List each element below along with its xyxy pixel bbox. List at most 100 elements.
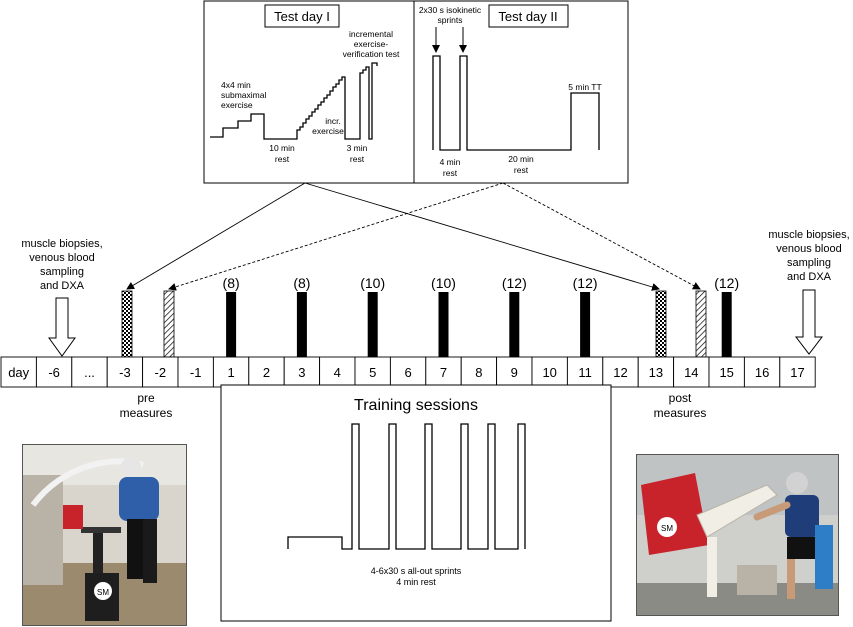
day-cell: 17	[779, 356, 816, 388]
training-session-bar	[580, 292, 591, 357]
day-cell: ...	[71, 356, 108, 388]
day-cell: 14	[673, 356, 710, 388]
day-cell-box	[602, 356, 639, 388]
day-cell-label: 5	[369, 365, 376, 380]
test-day-1-title: Test day I	[274, 9, 330, 24]
test-day-2-protocol-line	[432, 55, 600, 151]
photo-arm-ergometer: SM	[636, 454, 839, 616]
day-cell-box	[460, 356, 498, 388]
day-cell-box	[212, 356, 250, 388]
verification-label-1: incremental	[349, 29, 393, 39]
day-cell: 4	[319, 356, 356, 388]
connector-day2-pre	[168, 182, 504, 291]
day-cell: 15	[708, 356, 745, 388]
day-cell-label: 16	[755, 365, 769, 380]
day-cell-label: ...	[84, 365, 95, 380]
left-note-line-2: venous blood	[29, 252, 94, 264]
post-label-2: measures	[654, 406, 707, 420]
sprint-count-label: (12)	[573, 275, 598, 291]
right-note-line-3: sampling	[787, 257, 831, 269]
day-cell-label: 7	[440, 365, 447, 380]
right-note-line-2: venous blood	[776, 243, 841, 255]
day-cell: -3	[106, 356, 144, 388]
day-cell: 16	[743, 356, 781, 388]
day-cell: 9	[496, 356, 533, 388]
training-sessions-box	[220, 384, 612, 622]
day-cell-box	[71, 356, 108, 388]
sprint-count-label: (12)	[714, 275, 739, 291]
day-cell-box	[354, 356, 391, 388]
sprint-count-label: (12)	[502, 275, 527, 291]
rest20-label-2: rest	[514, 165, 529, 175]
test-day-1-protocol-line	[210, 62, 378, 140]
day-cell-label: 17	[790, 365, 804, 380]
tt-label: 5 min TT	[568, 82, 601, 92]
incr-label-2: exercise	[312, 126, 344, 136]
training-sessions-title: Training sessions	[354, 397, 478, 414]
submaximal-label-1: 4x4 min	[221, 80, 251, 90]
rest3-label-2: rest	[350, 154, 365, 164]
left-note-line-4: and DXA	[40, 280, 85, 292]
day-cell-box	[637, 356, 675, 388]
day-cell-label: -2	[155, 365, 167, 380]
left-note: muscle biopsies, venous blood sampling a…	[21, 238, 102, 292]
svg-text:SM: SM	[97, 588, 109, 597]
training-protocol-line	[287, 423, 526, 550]
day-cell-box	[35, 356, 73, 388]
day-cell: 13	[637, 356, 675, 388]
day-cell-label: -6	[48, 365, 60, 380]
day-cell-label: 13	[649, 365, 663, 380]
day-cell-label: -1	[190, 365, 202, 380]
day-cell-label: 15	[719, 365, 733, 380]
post-label-1: post	[669, 391, 692, 405]
rest4-label-1: 4 min	[440, 157, 461, 167]
day-cell-label: 2	[263, 365, 270, 380]
rest10-label-2: rest	[275, 154, 290, 164]
day-cell: day	[0, 356, 37, 388]
day-cell-label: 12	[613, 365, 627, 380]
day-cell-label: 10	[542, 365, 556, 380]
photo-cycle-ergometer: SM	[22, 444, 187, 626]
sprints-label-1: 2x30 s isokinetic	[419, 5, 482, 15]
pre-test-day-1-marker	[121, 290, 133, 358]
connector-day1-pre	[126, 182, 306, 290]
submaximal-label-2: submaximal	[221, 90, 266, 100]
day-cell-label: -3	[119, 365, 131, 380]
rest3-label-1: 3 min	[347, 143, 368, 153]
day-cell-box	[779, 356, 816, 388]
day-cell: 3	[283, 356, 321, 388]
day-cell: 10	[531, 356, 568, 388]
day-cell: -2	[142, 356, 179, 388]
day-cell-label: 6	[404, 365, 411, 380]
training-caption-2: 4 min rest	[396, 577, 436, 587]
training-session-bar	[509, 292, 520, 357]
verification-label-2: exercise-	[354, 39, 389, 49]
test-days-box	[203, 0, 629, 184]
test-day-1-title-box	[264, 4, 340, 28]
connector-day1-post	[304, 182, 660, 291]
sprint-count-label: (10)	[431, 275, 456, 291]
post-test-day-2-marker	[695, 290, 707, 358]
day-cell: 5	[354, 356, 391, 388]
sprint-count-label: (8)	[223, 275, 240, 291]
right-note: muscle biopsies, venous blood sampling a…	[768, 229, 849, 283]
day-cell-box	[566, 356, 604, 388]
training-session-bar	[226, 292, 237, 357]
day-cell: 1	[212, 356, 250, 388]
right-note-line-4: and DXA	[787, 271, 832, 283]
right-note-line-1: muscle biopsies,	[768, 229, 849, 241]
day-cell-box	[142, 356, 179, 388]
left-note-line-1: muscle biopsies,	[21, 238, 102, 250]
training-session-bar	[367, 292, 378, 357]
day-cell-box	[425, 356, 462, 388]
day-cell: 2	[248, 356, 285, 388]
day-cell-label: 4	[334, 365, 341, 380]
training-session-bar	[721, 292, 732, 357]
pre-label-2: measures	[120, 406, 173, 420]
day-cell-box	[106, 356, 144, 388]
training-session-bar	[296, 292, 307, 357]
day-cell-box	[248, 356, 285, 388]
pre-label-1: pre	[137, 391, 155, 405]
